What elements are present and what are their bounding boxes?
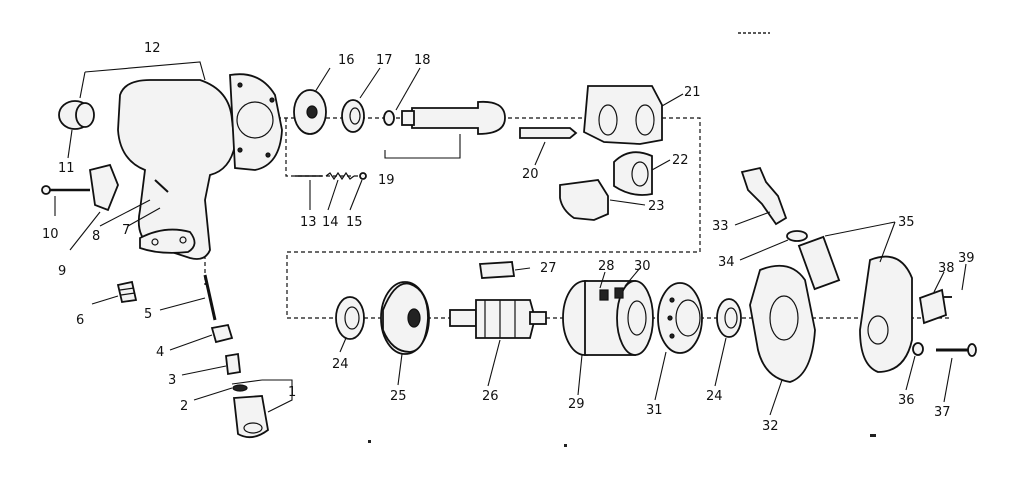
elbow-23 [559, 179, 609, 221]
vane-27 [478, 261, 516, 279]
ball-15 [359, 172, 367, 180]
part-label: 36 [898, 393, 915, 408]
part-label: 4 [156, 345, 164, 360]
part-label: 33 [712, 219, 729, 234]
part-label: 39 [958, 251, 975, 266]
part-label: 32 [762, 419, 779, 434]
part-label: 3 [168, 373, 176, 388]
part-label: 28 [598, 259, 615, 274]
bearing-24-left [335, 296, 365, 340]
part-label: 25 [390, 389, 407, 404]
part-label: 24 [706, 389, 723, 404]
part-label: 6 [76, 313, 84, 328]
part-label: 21 [684, 85, 701, 100]
part-label: 20 [522, 167, 539, 182]
part-label: 30 [634, 259, 651, 274]
part-label: 5 [144, 307, 152, 322]
bushing-11 [58, 100, 95, 130]
valve-stem-5 [203, 274, 217, 321]
part-label: 22 [672, 153, 689, 168]
part-number-labels: 1 2 3 4 5 6 7 8 9 10 11 12 13 14 15 16 1… [42, 41, 975, 434]
part-label: 37 [934, 405, 951, 420]
part-label: 9 [58, 264, 66, 279]
part-label: 27 [540, 261, 557, 276]
spring-pin-8 [154, 179, 169, 193]
part-label: 2 [180, 399, 188, 414]
part-label: 12 [144, 41, 161, 56]
leader-lines [54, 61, 967, 416]
back-cap-35 [797, 235, 913, 373]
part-label: 13 [300, 215, 317, 230]
pin-20 [519, 127, 578, 139]
part-label: 7 [122, 223, 130, 238]
part-label: 29 [568, 397, 585, 412]
scan-specks [368, 32, 952, 447]
bearing-24-right [716, 298, 742, 338]
part-label: 31 [646, 403, 663, 418]
motor-housing [117, 73, 283, 260]
screw-37 [936, 343, 977, 357]
end-plate-25 [380, 281, 430, 355]
o-ring-34 [786, 230, 808, 242]
lever-7 [139, 228, 196, 254]
part-label: 8 [92, 229, 100, 244]
washer-36 [912, 342, 924, 356]
rotor-26 [449, 299, 547, 339]
valve-3 [225, 352, 241, 376]
part-label: 16 [338, 53, 355, 68]
bearing-17 [341, 99, 365, 133]
part-label: 35 [898, 215, 915, 230]
part-label: 24 [332, 357, 349, 372]
part-label: 11 [58, 161, 75, 176]
spring-14 [325, 171, 355, 181]
part-label: 18 [414, 53, 431, 68]
part-label: 19 [378, 173, 395, 188]
anvil-19 [401, 100, 506, 135]
part-label: 1 [288, 385, 296, 400]
part-label: 23 [648, 199, 665, 214]
valve-33 [740, 166, 788, 226]
part-label: 10 [42, 227, 59, 242]
part-label: 17 [376, 53, 393, 68]
gasket-38 [918, 288, 948, 325]
hammer-frame-21 [583, 85, 663, 145]
hammer-22 [613, 151, 653, 196]
trigger-9 [88, 163, 119, 212]
part-label: 34 [718, 255, 735, 270]
part-label: 26 [482, 389, 499, 404]
valve-seat-4 [210, 323, 234, 344]
gasket-32 [749, 264, 816, 383]
pin-10 [41, 185, 90, 195]
inlet-bushing-1 [233, 395, 269, 439]
ring-18 [383, 110, 395, 126]
end-plate-31 [657, 282, 703, 354]
part-label: 14 [322, 215, 339, 230]
part-label: 38 [938, 261, 955, 276]
part-label: 15 [346, 215, 363, 230]
o-ring-2 [232, 384, 248, 392]
cylinder-29 [562, 280, 654, 356]
screw-6 [116, 280, 138, 304]
washer-16 [293, 89, 327, 135]
